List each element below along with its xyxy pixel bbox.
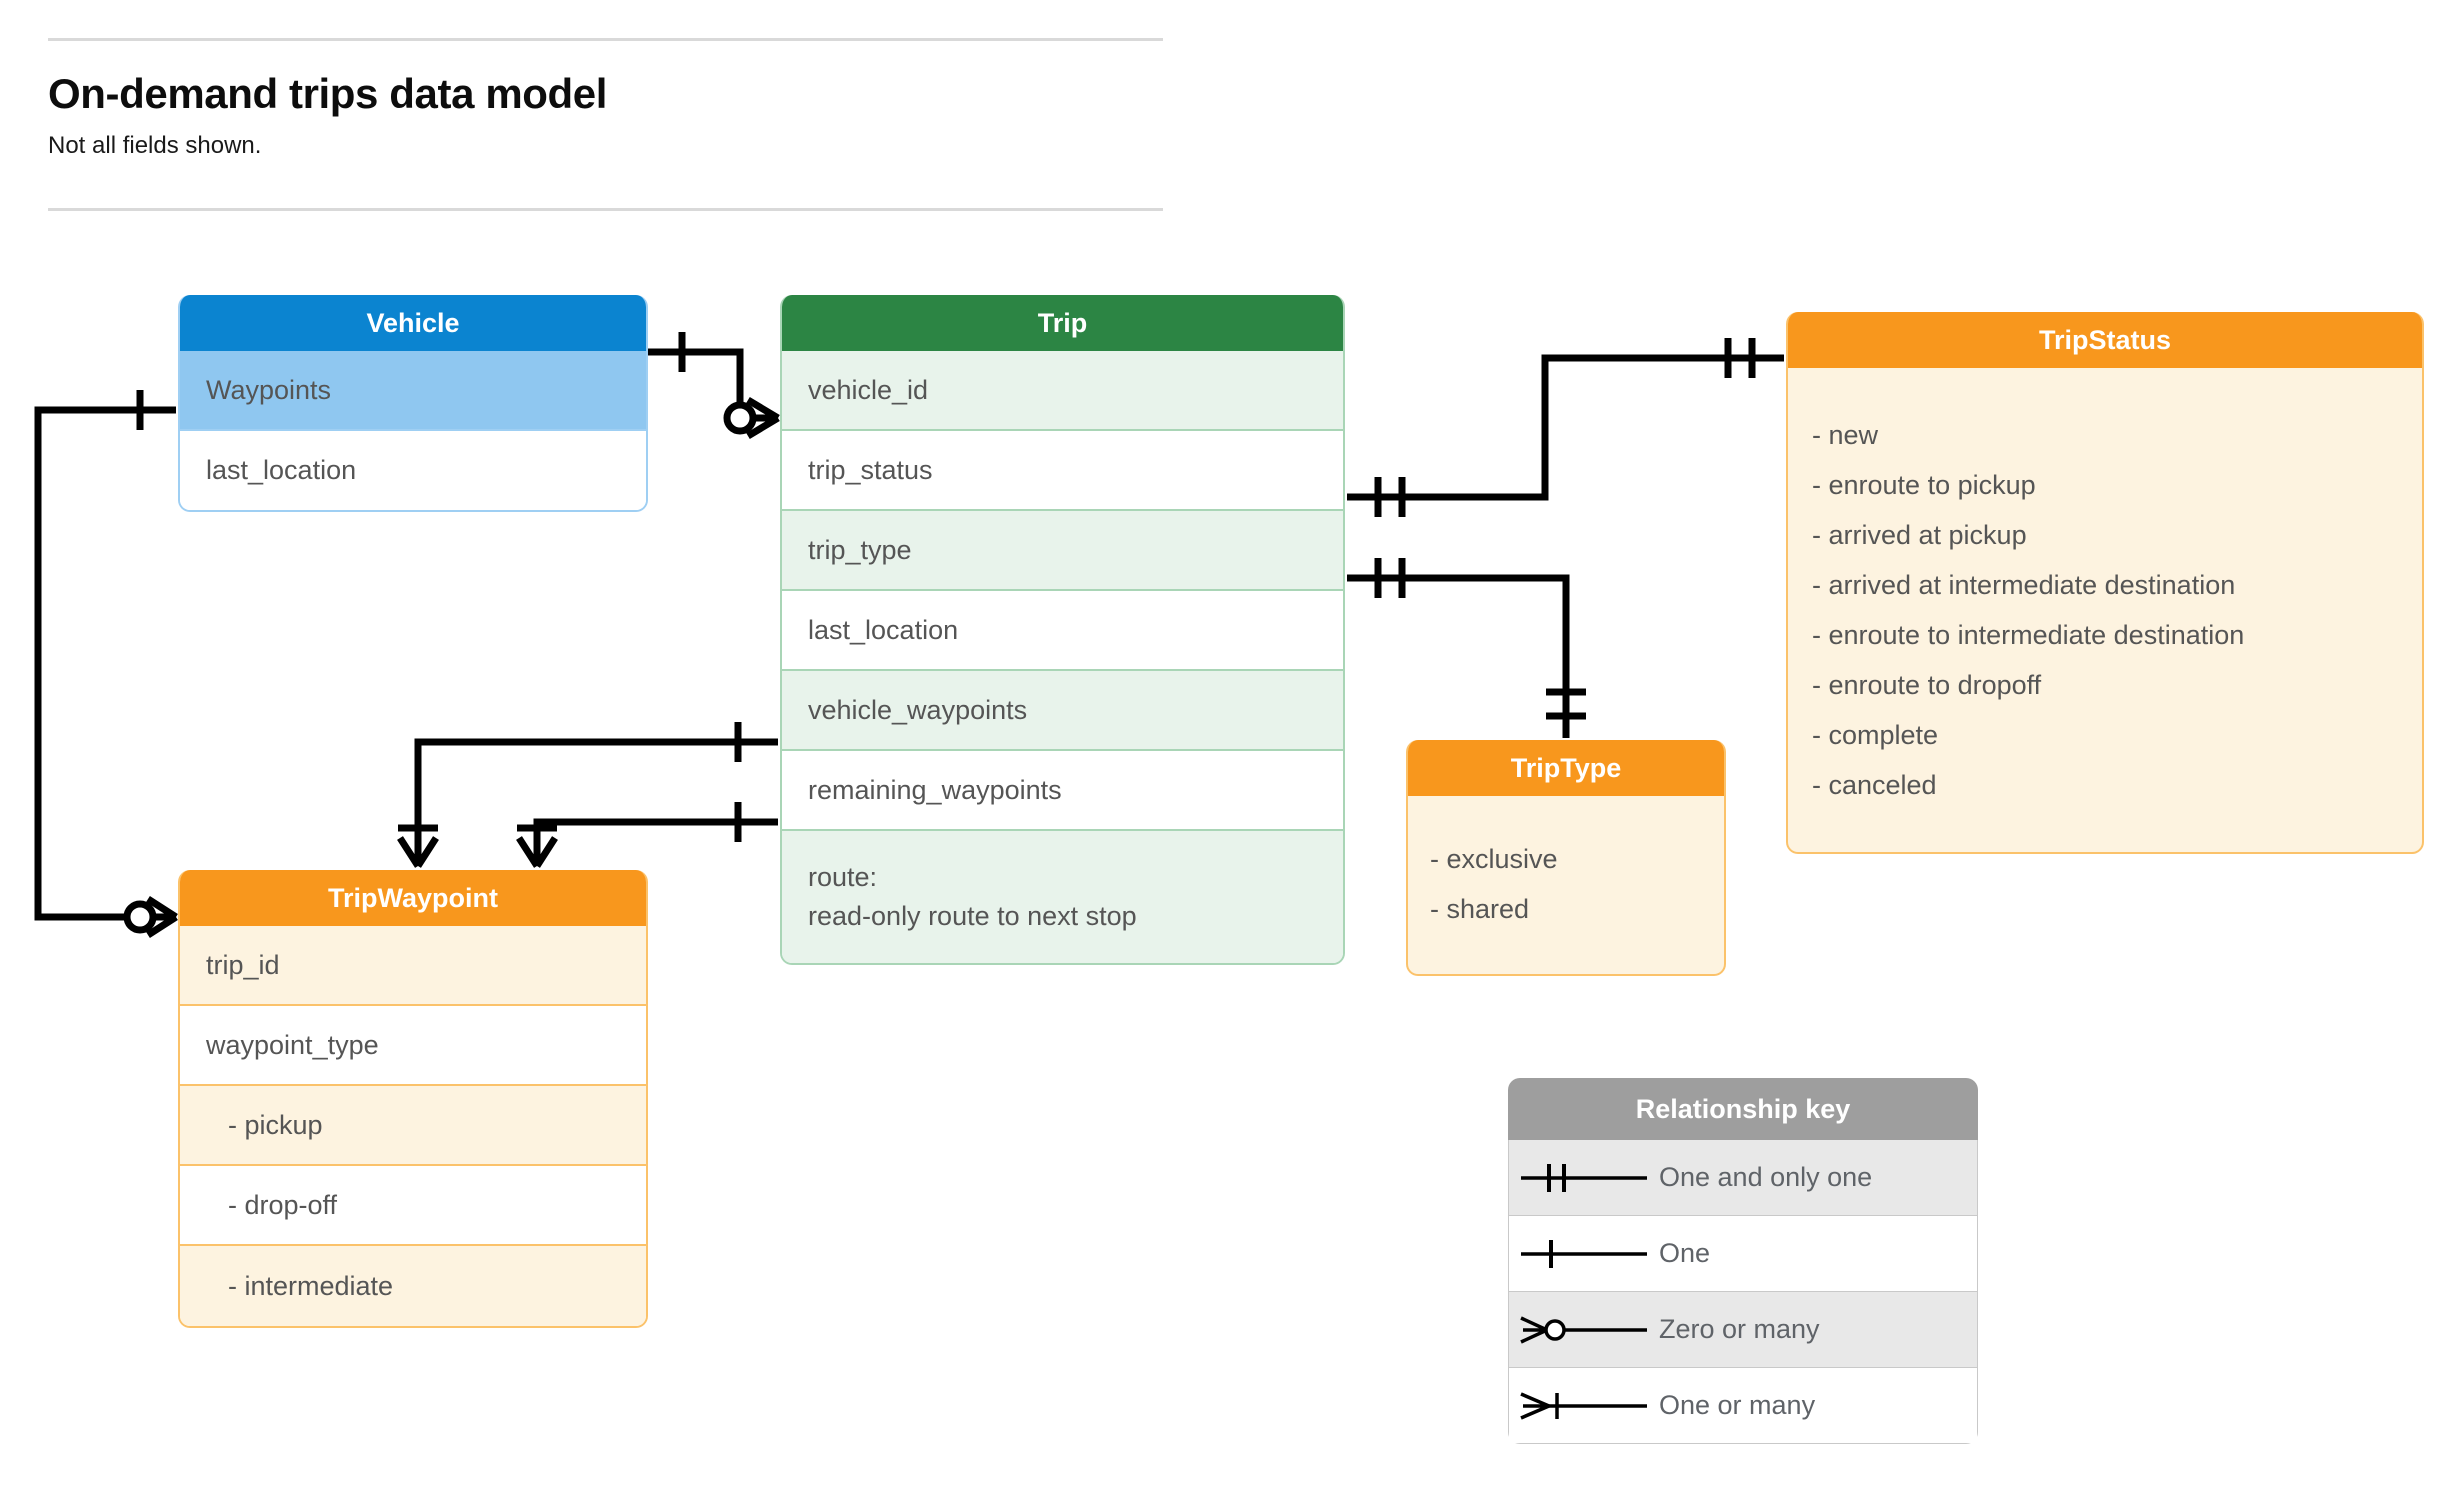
wire-tripstatus [1347,354,1784,501]
zero-or-many-icon [1509,1310,1659,1350]
page-title: On-demand trips data model [48,70,607,117]
one-and-only-one-icon [1509,1158,1659,1198]
zero-or-many-circle [723,401,757,435]
enum-waypoint-type-dropoff: - drop-off [180,1166,646,1246]
entity-tripstatus-title: TripStatus [1788,312,2422,368]
field-trip-trip-status: trip_status [782,431,1343,511]
enum-tripstatus-enroute-pickup: - enroute to pickup [1812,470,2036,500]
tripstatus-value-list: - new - enroute to pickup - arrived at p… [1788,384,2422,836]
field-tripwaypoint-waypoint-type: waypoint_type [180,1006,646,1086]
field-vehicle-last-location: last_location [180,431,646,510]
page-subtitle: Not all fields shown. [48,132,262,159]
crows-foot-tripwaypoint [146,896,178,938]
crows-foot-trip-vehicleid [746,396,780,440]
field-tripwaypoint-trip-id: trip_id [180,926,646,1006]
relationship-key-panel: Relationship key One and only one One [1508,1078,1978,1444]
header-divider-top [48,38,1163,41]
field-trip-vehicle-waypoints: vehicle_waypoints [782,671,1343,751]
field-trip-last-location: last_location [782,591,1343,671]
wire-vehicle-waypoints [414,738,778,866]
enum-tripstatus-enroute-dropoff: - enroute to dropoff [1812,670,2042,700]
entity-tripstatus[interactable]: TripStatus - new - enroute to pickup - a… [1786,312,2424,854]
document-header: On-demand trips data model Not all field… [0,0,1250,230]
enum-waypoint-type-intermediate: - intermediate [180,1246,646,1326]
relationship-key-label: One and only one [1659,1162,1873,1192]
entity-trip-title: Trip [782,295,1343,351]
relationship-key-row: One [1508,1216,1978,1292]
header-divider-bottom [48,208,1163,211]
enum-tripstatus-enroute-intermediate: - enroute to intermediate destination [1812,620,2245,650]
field-trip-trip-type: trip_type [782,511,1343,591]
entity-vehicle-title: Vehicle [180,295,646,351]
one-icon [1509,1234,1659,1274]
enum-tripstatus-arrived-intermediate: - arrived at intermediate destination [1812,570,2236,600]
relationship-key-label: One or many [1659,1390,1816,1420]
field-trip-remaining-waypoints: remaining_waypoints [782,751,1343,831]
zero-or-many-circle-2 [123,900,157,934]
relationship-key-row: Zero or many [1508,1292,1978,1368]
relationship-key-label: Zero or many [1659,1314,1820,1344]
wire-triptype [1347,574,1570,738]
entity-trip[interactable]: Trip vehicle_id trip_status trip_type la… [780,295,1345,965]
entity-tripwaypoint[interactable]: TripWaypoint trip_id waypoint_type - pic… [178,870,648,1328]
enum-tripstatus-canceled: - canceled [1812,770,1937,800]
crows-foot-vehicle-waypoints [397,836,439,868]
enum-triptype-shared: - shared [1430,894,1530,924]
triptype-value-list: - exclusive - shared [1408,812,1724,958]
entity-tripwaypoint-title: TripWaypoint [180,870,646,926]
enum-triptype-exclusive: - exclusive [1430,844,1558,874]
field-trip-route: route: read-only route to next stop [782,831,1343,963]
enum-tripstatus-complete: - complete [1812,720,1939,750]
enum-waypoint-type-pickup: - pickup [180,1086,646,1166]
relationship-key-label: One [1659,1238,1711,1268]
relationship-key-row: One and only one [1508,1140,1978,1216]
relationship-key-row: One or many [1508,1368,1978,1444]
field-trip-route-label: route: [808,861,878,892]
enum-tripstatus-new: - new [1812,420,1879,450]
wire-waypoints-to-tripwaypoint [34,406,176,921]
entity-triptype[interactable]: TripType - exclusive - shared [1406,740,1726,976]
wire-remaining-waypoints [533,818,778,866]
relationship-key-title: Relationship key [1508,1078,1978,1140]
enum-tripstatus-arrived-pickup: - arrived at pickup [1812,520,2027,550]
crows-foot-remaining-waypoints [516,836,558,868]
entity-vehicle[interactable]: Vehicle Waypoints last_location [178,295,648,512]
entity-triptype-title: TripType [1408,740,1724,796]
one-or-many-icon [1509,1386,1659,1426]
field-trip-vehicle-id: vehicle_id [782,351,1343,431]
field-trip-route-description: read-only route to next stop [808,901,1137,931]
field-vehicle-waypoints: Waypoints [180,351,646,431]
